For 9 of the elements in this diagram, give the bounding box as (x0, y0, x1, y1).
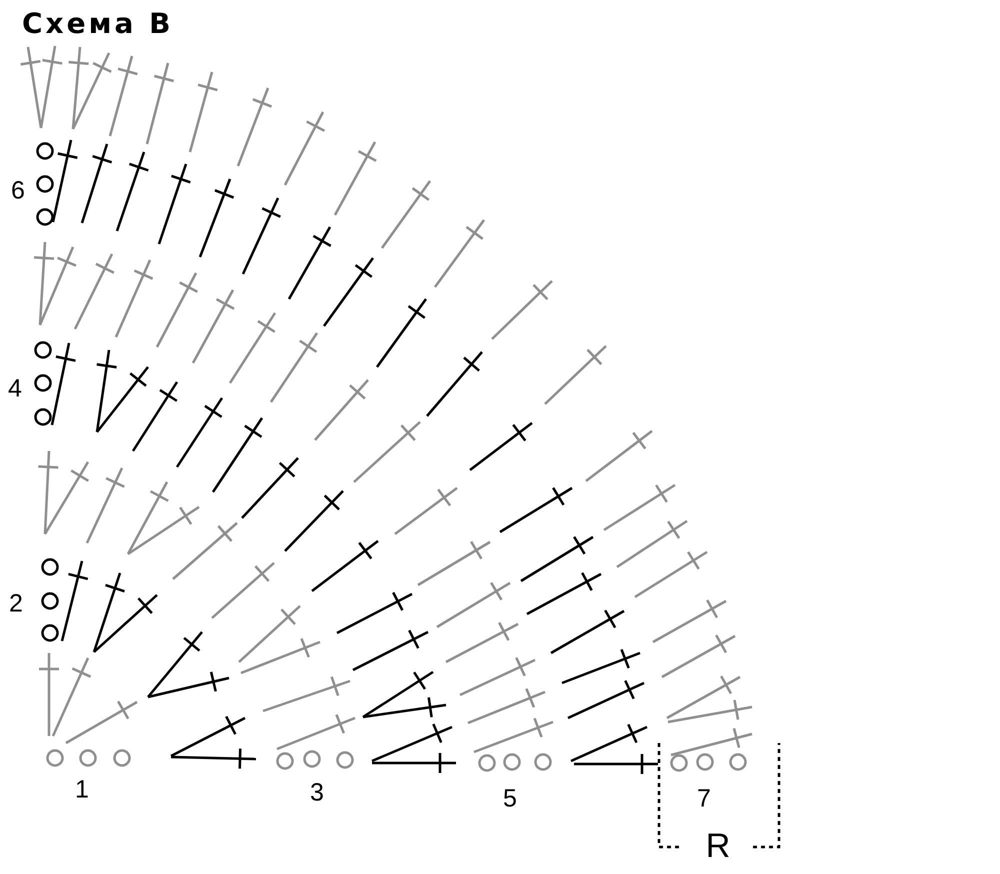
chart-title: Схема В (22, 10, 174, 38)
row-number: 3 (310, 780, 324, 806)
repeat-label: R (706, 829, 730, 863)
row-number: 5 (503, 786, 517, 812)
row-number: 7 (697, 786, 711, 812)
row-number: 4 (8, 376, 22, 402)
row-number: 6 (11, 178, 25, 204)
row-number: 2 (9, 592, 23, 616)
row-number: 1 (75, 778, 89, 802)
